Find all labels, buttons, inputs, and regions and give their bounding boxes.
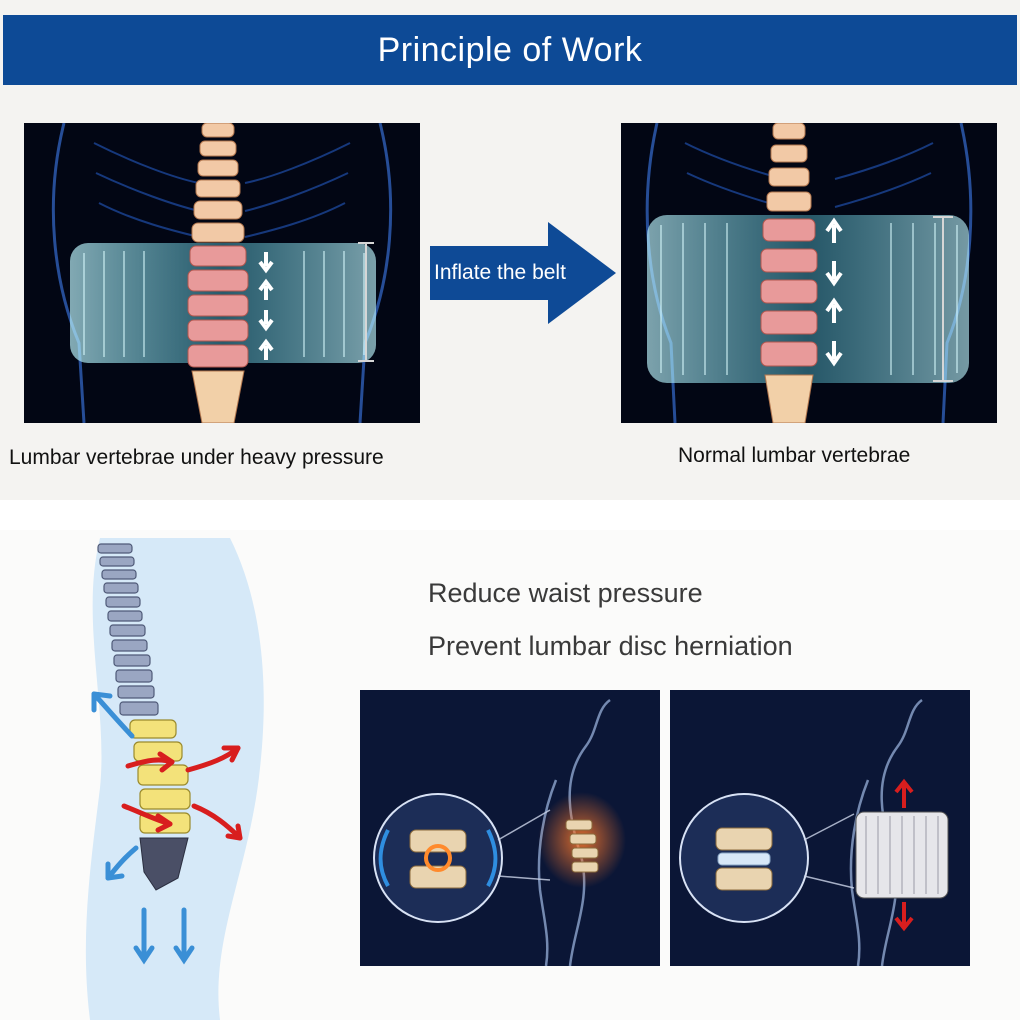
scene-herniated-disc bbox=[360, 690, 660, 966]
page-title: Principle of Work bbox=[377, 30, 643, 69]
xray-compressed bbox=[24, 123, 420, 423]
caption-normal: Normal lumbar vertebrae bbox=[678, 444, 911, 467]
caption-compressed: Lumbar vertebrae under heavy pressure bbox=[9, 446, 384, 469]
down-arrow-icon bbox=[258, 252, 274, 360]
spine-side-illustration bbox=[85, 538, 264, 1020]
up-arrow-icon bbox=[825, 217, 843, 367]
inflate-label: Inflate the belt bbox=[434, 261, 566, 284]
benefit-reduce-pressure: Reduce waist pressure bbox=[428, 578, 703, 608]
title-banner: Principle of Work bbox=[3, 15, 1017, 85]
benefit-prevent-herniation: Prevent lumbar disc herniation bbox=[428, 631, 793, 661]
xray-normal bbox=[621, 123, 997, 423]
right-arrow-icon bbox=[430, 222, 616, 324]
scene-belt-support bbox=[670, 690, 970, 966]
